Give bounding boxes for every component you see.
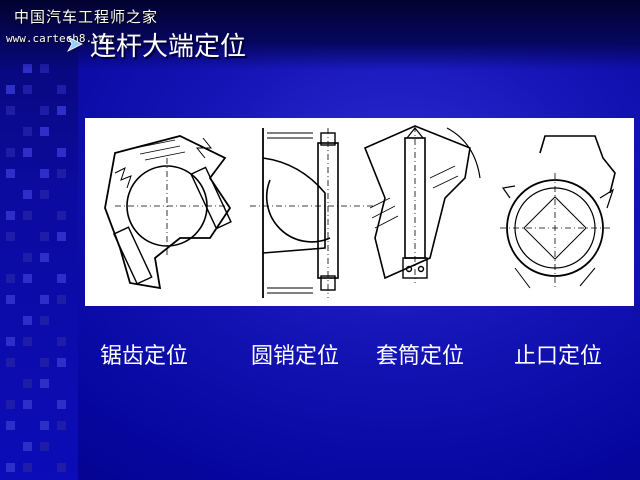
decorative-square xyxy=(57,463,66,472)
decorative-square xyxy=(23,316,32,325)
decorative-square xyxy=(40,253,49,262)
decorative-square xyxy=(23,253,32,262)
figure-captions: 锯齿定位 圆销定位 套筒定位 止口定位 xyxy=(96,338,626,374)
decorative-square xyxy=(57,148,66,157)
decorative-square xyxy=(6,400,15,409)
drawing-round-pin xyxy=(250,128,375,298)
caption-sleeve: 套筒定位 xyxy=(376,344,465,369)
decorative-square xyxy=(23,463,32,472)
slide-title: 连杆大端定位 xyxy=(90,31,247,62)
decorative-square xyxy=(57,232,66,241)
decorative-square xyxy=(23,211,32,220)
decorative-square xyxy=(40,190,49,199)
decorative-square xyxy=(6,274,15,283)
decorative-square xyxy=(40,379,49,388)
top-shade-band xyxy=(0,0,640,70)
decorative-square xyxy=(23,337,32,346)
decorative-square xyxy=(23,127,32,136)
decorative-square xyxy=(6,358,15,367)
arrow-bullet-icon xyxy=(66,36,83,52)
decorative-square xyxy=(6,106,15,115)
decorative-square xyxy=(40,295,49,304)
decorative-square xyxy=(6,148,15,157)
decorative-square xyxy=(57,337,66,346)
watermark-site-name: 中国汽车工程师之家 xyxy=(14,8,159,26)
decorative-square xyxy=(23,379,32,388)
decorative-square xyxy=(57,169,66,178)
decorative-square xyxy=(57,274,66,283)
decorative-square xyxy=(6,337,15,346)
decorative-square xyxy=(40,442,49,451)
decorative-square xyxy=(40,232,49,241)
decorative-square xyxy=(57,85,66,94)
decorative-square xyxy=(40,316,49,325)
slide-title-row: 连杆大端定位 xyxy=(66,26,246,62)
decorative-square xyxy=(57,106,66,115)
drawing-serrated-joint xyxy=(104,135,232,290)
decorative-square xyxy=(6,211,15,220)
decorative-square xyxy=(57,400,66,409)
decorative-square xyxy=(57,421,66,430)
decorative-square xyxy=(23,274,32,283)
decorative-square xyxy=(23,85,32,94)
decorative-squares xyxy=(2,60,74,480)
decorative-square xyxy=(40,421,49,430)
watermark-url: www.cartech8.com xyxy=(6,32,112,45)
decorative-square xyxy=(57,358,66,367)
decorative-square xyxy=(40,127,49,136)
drawing-spigot xyxy=(500,135,616,289)
decorative-square xyxy=(57,211,66,220)
decorative-square xyxy=(23,148,32,157)
decorative-square xyxy=(6,169,15,178)
caption-serrated: 锯齿定位 xyxy=(100,344,189,369)
decorative-square xyxy=(6,85,15,94)
decorative-square xyxy=(40,169,49,178)
engineering-drawing xyxy=(85,118,634,306)
decorative-square xyxy=(6,421,15,430)
decorative-square xyxy=(6,463,15,472)
watermark: 中国汽车工程师之家 www.cartech8.com xyxy=(6,4,166,48)
caption-round-pin: 圆销定位 xyxy=(251,344,340,369)
decorative-square xyxy=(40,106,49,115)
decorative-square xyxy=(6,295,15,304)
drawing-sleeve xyxy=(363,125,481,283)
decorative-square xyxy=(23,190,32,199)
decorative-square xyxy=(57,295,66,304)
decorative-square xyxy=(40,358,49,367)
caption-spigot: 止口定位 xyxy=(514,344,603,369)
decorative-square xyxy=(23,442,32,451)
decorative-square xyxy=(23,400,32,409)
decorative-square xyxy=(6,232,15,241)
